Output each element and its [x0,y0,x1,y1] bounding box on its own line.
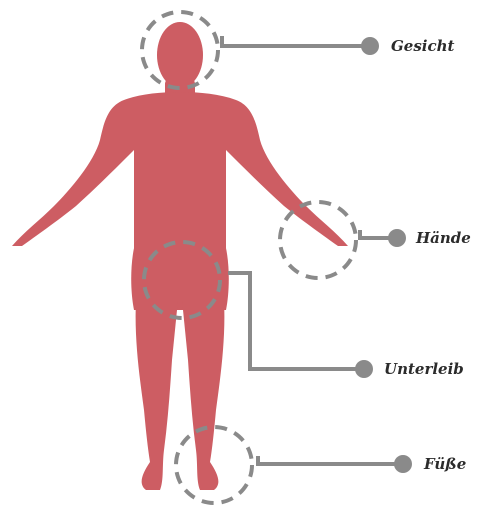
face-leader [222,36,368,46]
abdomen-label: Unterleib [384,360,464,378]
leader-lines [222,36,402,464]
feet-ring [176,427,252,503]
abdomen-leader [228,273,362,369]
abdomen-dot [355,360,373,378]
hands-label: Hände [415,229,471,247]
hands-dot [388,229,406,247]
face-dot [361,37,379,55]
callout-labels: Gesicht Hände Unterleib Füße [384,37,471,473]
left-leg [136,300,178,490]
hands-ring [280,202,356,278]
right-leg [182,300,224,490]
human-silhouette [12,22,348,490]
feet-leader [258,456,402,464]
feet-label: Füße [423,455,466,473]
callout-dots [355,37,412,473]
face-label: Gesicht [391,37,455,55]
feet-dot [394,455,412,473]
